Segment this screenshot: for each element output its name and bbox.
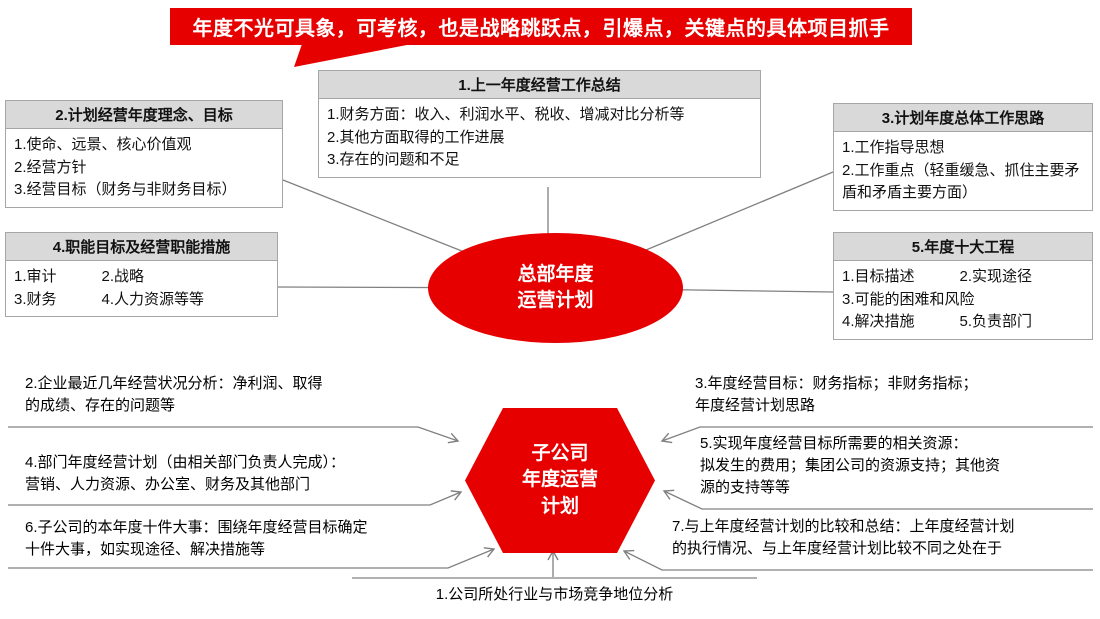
box-functional-goals: 4.职能目标及经营职能措施 1.审计 2.战略 3.财务 4.人力资源等等: [5, 232, 278, 317]
box-ten-projects: 5.年度十大工程 1.目标描述 2.实现途径 3.可能的困难和风险 4.解决措施…: [833, 232, 1093, 340]
note-annual-business-goals: 3.年度经营目标：财务指标；非财务指标； 年度经营计划思路: [695, 375, 978, 414]
subsidiary-arrows: [8, 426, 1093, 579]
box-functional-goals-body: 1.审计 2.战略 3.财务 4.人力资源等等: [14, 268, 205, 308]
note-comparison-with-last-year: 7.与上年度经营计划的比较和总结：上年度经营计划 的执行情况、与上年度经营计划比…: [672, 518, 1015, 557]
banner-pointer-icon: [294, 44, 412, 67]
subsidiary-annual-plan-label: 子公司 年度运营 计划: [521, 442, 598, 517]
note-ten-major-events: 6.子公司的本年度十件大事：围绕年度经营目标确定 十件大事，如实现途径、解决措施…: [25, 519, 368, 558]
box-ten-projects-title: 5.年度十大工程: [834, 233, 1092, 261]
box-overall-work-thinking-body: 1.工作指导思想 2.工作重点（轻重缓急、抓住主要矛盾和矛盾主要方面）: [842, 139, 1080, 201]
note-industry-competition-analysis: 1.公司所处行业与市场竞争地位分析: [435, 586, 674, 603]
box-overall-work-thinking-title: 3.计划年度总体工作思路: [834, 104, 1092, 132]
box-prev-year-summary: 1.上一年度经营工作总结 1.财务方面：收入、利润水平、税收、增减对比分析等 2…: [318, 70, 761, 178]
box-prev-year-summary-body: 1.财务方面：收入、利润水平、税收、增减对比分析等 2.其他方面取得的工作进展 …: [327, 106, 685, 168]
banner: 年度不光可具象，可考核，也是战略跳跃点，引爆点，关键点的具体项目抓手: [170, 8, 912, 45]
banner-text: 年度不光可具象，可考核，也是战略跳跃点，引爆点，关键点的具体项目抓手: [192, 18, 890, 40]
subsidiary-annual-plan-hexagon: 子公司 年度运营 计划: [465, 408, 655, 553]
box-ten-projects-body: 1.目标描述 2.实现途径 3.可能的困难和风险 4.解决措施 5.负责部门: [842, 268, 1033, 330]
hq-annual-plan-ellipse: 总部年度 运营计划: [428, 233, 683, 343]
box-prev-year-summary-title: 1.上一年度经营工作总结: [319, 71, 760, 99]
hq-annual-plan-label: 总部年度 运营计划: [517, 264, 594, 311]
box-functional-goals-title: 4.职能目标及经营职能措施: [6, 233, 277, 261]
box-overall-work-thinking: 3.计划年度总体工作思路 1.工作指导思想 2.工作重点（轻重缓急、抓住主要矛盾…: [833, 103, 1093, 211]
box-plan-concept-goals: 2.计划经营年度理念、目标 1.使命、远景、核心价值观 2.经营方针 3.经营目…: [5, 100, 283, 208]
note-department-annual-plan: 4.部门年度经营计划（由相关部门负责人完成）： 营销、人力资源、办公室、财务及其…: [25, 454, 346, 493]
note-required-resources: 5.实现年度经营目标所需要的相关资源： 拟发生的费用；集团公司的资源支持；其他资…: [700, 435, 1001, 496]
box-plan-concept-goals-body: 1.使命、远景、核心价值观 2.经营方针 3.经营目标（财务与非财务目标）: [14, 136, 237, 198]
box-plan-concept-goals-title: 2.计划经营年度理念、目标: [6, 101, 282, 129]
note-business-status-analysis: 2.企业最近几年经营状况分析：净利润、取得 的成绩、存在的问题等: [25, 375, 323, 414]
